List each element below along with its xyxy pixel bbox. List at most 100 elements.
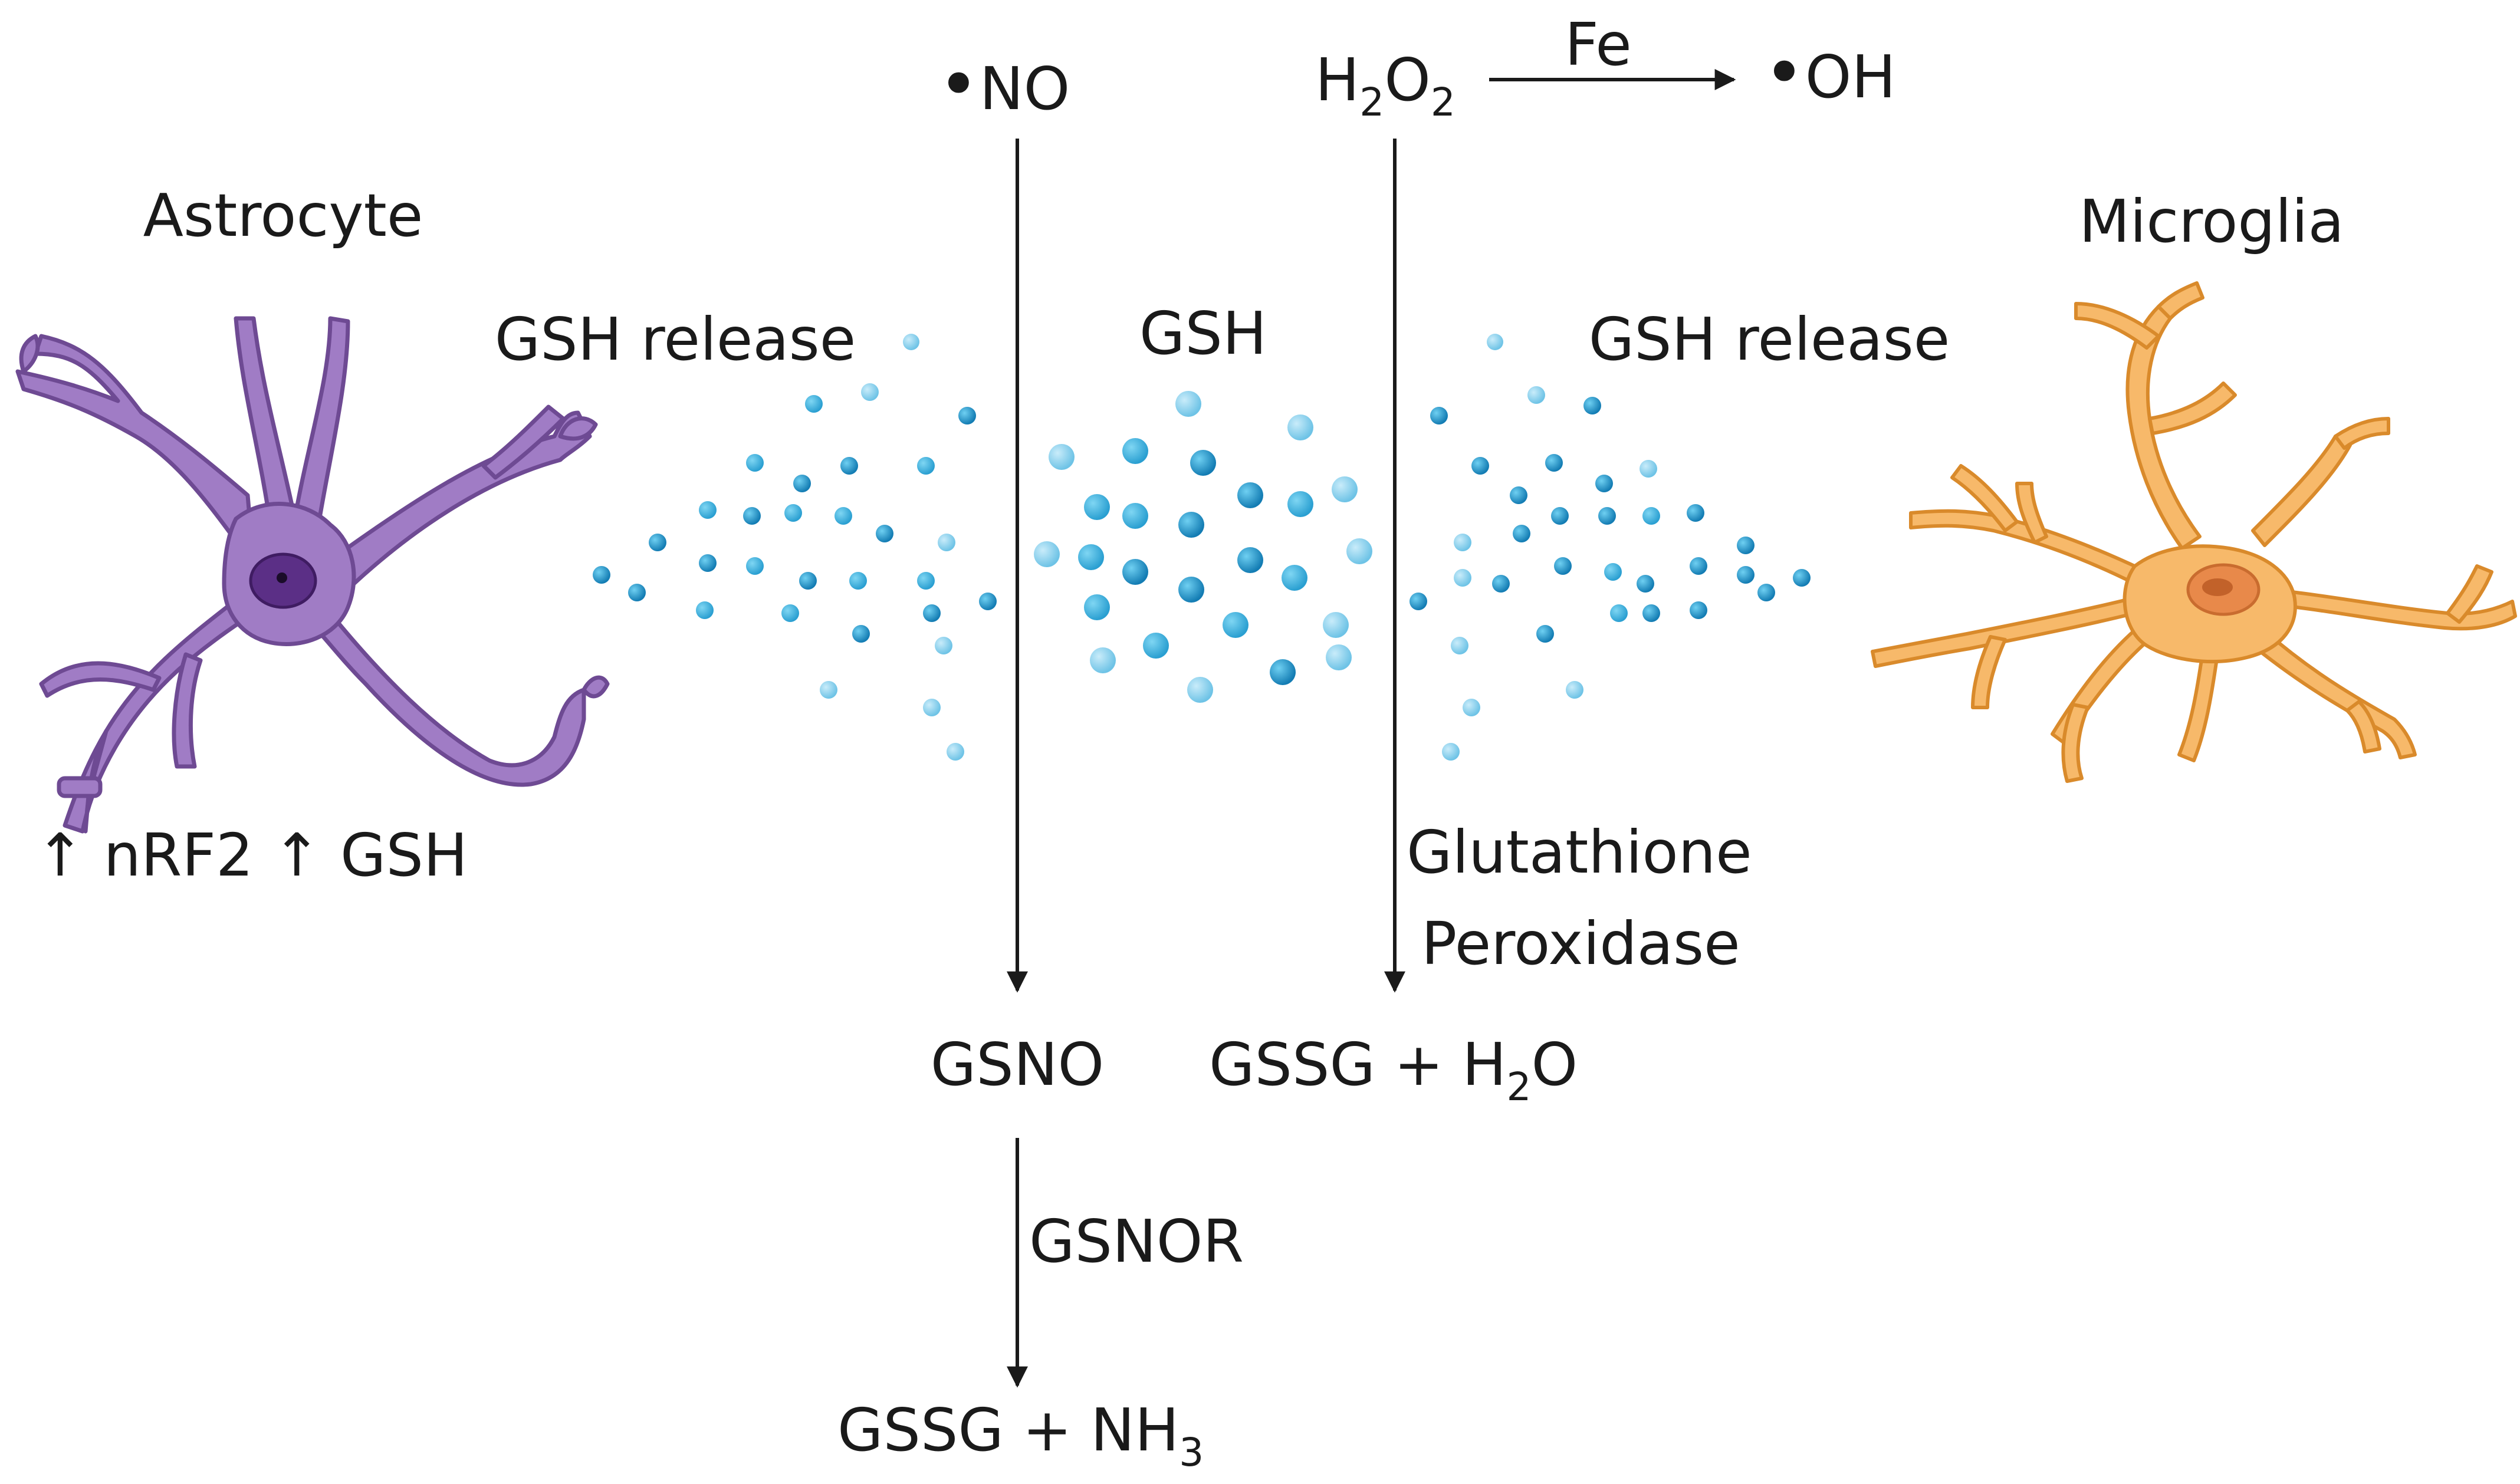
gssg-h2o-main: GSSG + H (1209, 1030, 1507, 1099)
gsh-molecule-dot (628, 584, 646, 601)
gsh-molecule-dot (1084, 494, 1110, 520)
gsh-molecule-dot (699, 554, 717, 572)
gsh-molecule-dot (917, 457, 935, 475)
gsh-molecule-dot (1049, 444, 1075, 470)
gsh-molecule-dot (1034, 541, 1060, 567)
gsh-molecule-dot (834, 507, 852, 525)
gsh-molecule-dot (1545, 454, 1563, 472)
gssg-nh3-main: GSSG + NH (837, 1396, 1179, 1465)
gsh-molecule-dot (1451, 637, 1468, 654)
gsh-molecule-dot (1463, 699, 1480, 716)
gsh-molecule-dot (1757, 584, 1775, 601)
gsh-molecule-dot (1122, 438, 1148, 464)
gsh-molecule-dot (1642, 604, 1660, 622)
fe-label: Fe (1565, 10, 1632, 79)
gsh-molecule-dot (840, 457, 858, 475)
astrocyte-cell-illustration (15, 316, 610, 834)
nrf2-text: nRF2 (85, 821, 272, 890)
gsh-molecule-dot (593, 566, 610, 584)
gsno-label: GSNO (931, 1030, 1104, 1099)
gsh-molecule-dot (1595, 475, 1613, 492)
gsh-molecule-dot (649, 534, 666, 551)
gsh-molecule-dot (1237, 547, 1263, 573)
gssg-nh3-label: GSSG + NH3 (837, 1396, 1204, 1475)
gsh-center-label: GSH (1139, 299, 1267, 368)
gsh-molecule-dot (1642, 507, 1660, 525)
gsh-molecule-dot (1175, 391, 1201, 417)
gsh-molecule-dot (917, 572, 935, 590)
gsh-molecule-dot (1793, 569, 1811, 587)
gsh-molecule-dot (820, 681, 837, 699)
oh-text: OH (1805, 42, 1896, 111)
gsh-molecule-dot (1492, 575, 1510, 593)
h2o2-sub-2b: 2 (1431, 80, 1456, 125)
no-text: NO (980, 54, 1070, 123)
gsh-molecule-dot (784, 504, 802, 522)
astrocyte-upregulation-label: ↑ nRF2 ↑ GSH (35, 821, 468, 890)
h2o2-sub-2a: 2 (1359, 80, 1384, 125)
gsh-molecule-dot (876, 525, 893, 542)
gsh-molecule-dot (696, 601, 714, 619)
peroxidase-label: Peroxidase (1421, 909, 1740, 978)
up-arrow-1: ↑ (35, 821, 85, 890)
gsh-molecule-dot (935, 637, 952, 654)
gsh-molecule-dot (1187, 677, 1213, 703)
gsh-molecule-dot (1527, 386, 1545, 404)
gsh-molecule-dot (746, 454, 764, 472)
gsh-molecule-dot (1078, 544, 1104, 570)
gsh-molecule-dot (746, 557, 764, 575)
gsnor-label: GSNOR (1029, 1207, 1244, 1276)
gsh-molecule-dot (1598, 507, 1616, 525)
hydrogen-peroxide-label: H2O2 (1315, 45, 1456, 125)
gsh-molecule-dot (781, 604, 799, 622)
gsh-molecule-dot (1471, 457, 1489, 475)
gssg-h2o-label: GSSG + H2O (1209, 1030, 1578, 1110)
gsh-molecule-dot (1237, 482, 1263, 508)
gsh-molecule-dot (743, 507, 761, 525)
up-arrow-2: ↑ (272, 821, 321, 890)
no-radical-dot: • (938, 44, 980, 126)
gsh-molecule-dot (1084, 594, 1110, 620)
gsh-release-left-label: GSH release (495, 305, 856, 374)
gssg-h2o-sub: 2 (1507, 1064, 1532, 1110)
oh-radical-dot: • (1763, 32, 1805, 114)
astro-gsh-text: GSH (321, 821, 468, 890)
gsh-molecule-dot (1332, 476, 1358, 502)
h2o2-h: H (1315, 45, 1359, 114)
gsh-molecule-dot (1454, 569, 1471, 587)
hydroxyl-radical-label: •OH (1763, 32, 1896, 114)
gsh-molecule-dot (958, 407, 976, 425)
gsh-molecule-dot (1510, 486, 1527, 504)
gsh-molecule-dot (1270, 659, 1296, 685)
gsh-molecule-dot (947, 743, 964, 761)
gsh-molecule-dot (1610, 604, 1628, 622)
gsh-molecule-dot (793, 475, 811, 492)
microglia-cell-illustration (1871, 281, 2517, 783)
gssg-h2o-end: O (1532, 1030, 1578, 1099)
gsh-molecule-dot (849, 572, 867, 590)
gsh-molecule-dot (1513, 525, 1530, 542)
gsh-molecule-dot (1430, 407, 1448, 425)
gsh-molecule-dot (1410, 593, 1427, 610)
gsh-molecule-dot (1737, 537, 1755, 554)
gsh-molecule-dot (1566, 681, 1583, 699)
gsh-molecule-dot (799, 572, 817, 590)
gsh-molecule-dot (1583, 397, 1601, 414)
gsh-molecule-dot (1178, 512, 1204, 538)
gsh-molecule-dot (1536, 625, 1554, 643)
gsh-molecule-dot (923, 699, 941, 716)
gsh-molecule-dot (1346, 538, 1372, 564)
gsh-molecule-dot (805, 395, 823, 413)
gsh-molecule-dot (1223, 612, 1248, 638)
gsh-molecule-dot (923, 604, 941, 622)
nitric-oxide-label: •NO (938, 44, 1070, 126)
gsh-molecule-dot (1554, 557, 1572, 575)
gsh-molecule-dot (1690, 601, 1707, 619)
gsh-molecule-dot (1090, 647, 1116, 673)
gssg-nh3-sub: 3 (1179, 1430, 1204, 1475)
gsh-molecule-dot (1551, 507, 1569, 525)
gsh-molecule-dot (1604, 563, 1622, 581)
gsh-molecule-dot (903, 334, 919, 350)
astrocyte-label: Astrocyte (143, 181, 423, 250)
